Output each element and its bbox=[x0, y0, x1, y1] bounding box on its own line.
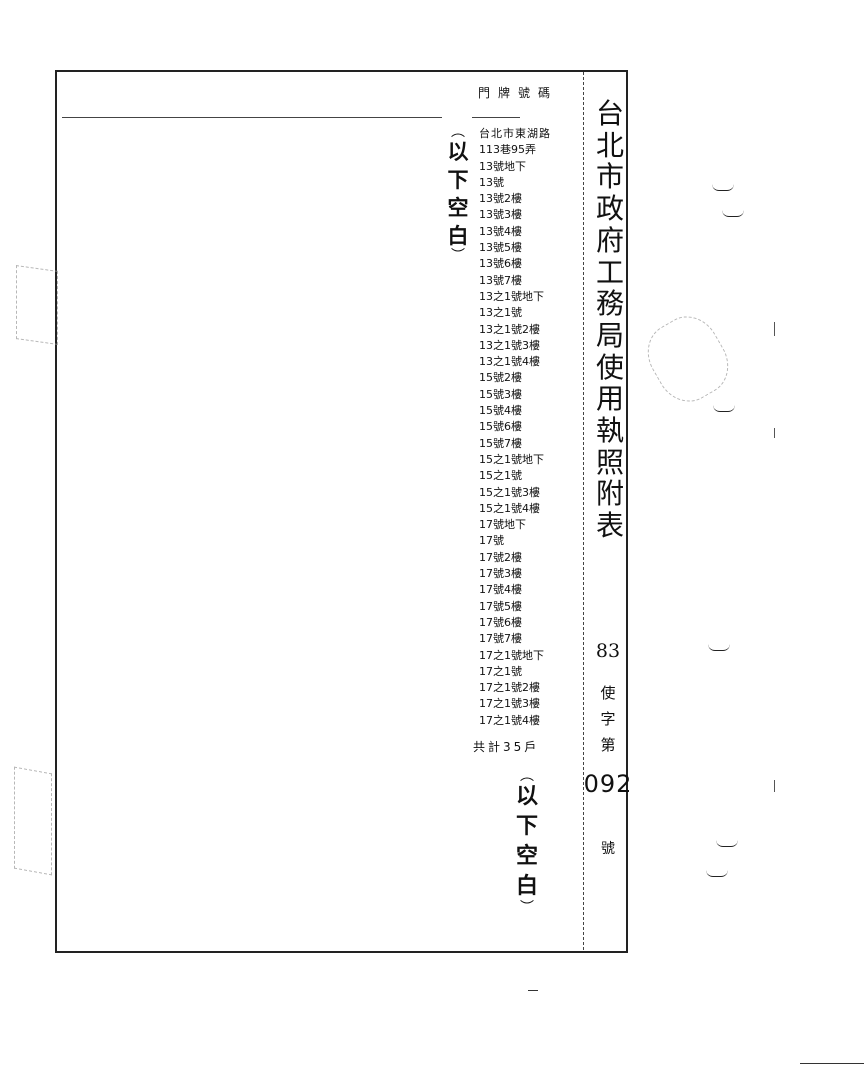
address-row: 17號4樓 bbox=[479, 583, 522, 597]
scan-tick bbox=[774, 780, 775, 792]
title-char: 工 bbox=[595, 255, 624, 289]
scan-mark bbox=[706, 870, 728, 877]
column-header: 門牌號碼 bbox=[478, 86, 559, 100]
address-row: 17之1號 bbox=[479, 664, 522, 678]
address-header: 台北市東湖路 bbox=[479, 127, 551, 140]
scan-mark bbox=[722, 210, 744, 217]
blank-note-char: 下 bbox=[447, 168, 469, 192]
header-rule-right bbox=[472, 117, 520, 118]
address-row: 13號 bbox=[479, 175, 504, 189]
permit-suffix: 號 bbox=[601, 841, 615, 857]
address-row: 13之1號 bbox=[479, 306, 522, 320]
address-row: 15之1號 bbox=[479, 469, 522, 483]
blank-note-bottom: ︵以下空白︶ bbox=[510, 768, 544, 916]
scan-line bbox=[800, 1063, 864, 1064]
address-row: 17之1號4樓 bbox=[479, 713, 540, 727]
title-char: 北 bbox=[595, 128, 624, 162]
blank-note-char: 以 bbox=[447, 140, 469, 164]
address-row: 13之1號地下 bbox=[479, 289, 544, 303]
address-row: 13之1號3樓 bbox=[479, 338, 540, 352]
address-row: 17號6樓 bbox=[479, 615, 522, 629]
paren-close: ︶ bbox=[520, 900, 534, 916]
permit-serial: 092 bbox=[583, 770, 633, 798]
address-row: 13號5樓 bbox=[479, 241, 522, 255]
address-row: 17號地下 bbox=[479, 518, 526, 532]
scan-mark bbox=[708, 644, 730, 651]
permit-number: 83 使 字 第 092 號 bbox=[584, 640, 632, 858]
address-row: 13之1號4樓 bbox=[479, 355, 540, 369]
blank-note-top: ︵以下空白︶ bbox=[442, 124, 474, 264]
address-row: 17號2樓 bbox=[479, 550, 522, 564]
address-row: 17之1號2樓 bbox=[479, 681, 540, 695]
address-row: 15之1號地下 bbox=[479, 452, 544, 466]
stamp-ghost bbox=[636, 305, 740, 413]
address-row: 17之1號地下 bbox=[479, 648, 544, 662]
address-row: 17號7樓 bbox=[479, 632, 522, 646]
address-row: 13號3樓 bbox=[479, 208, 522, 222]
stamp-ghost bbox=[14, 766, 52, 876]
address-row: 13之1號2樓 bbox=[479, 322, 540, 336]
address-row: 13號2樓 bbox=[479, 192, 522, 206]
paren-open: ︵ bbox=[520, 768, 534, 784]
permit-type-char-2: 字 bbox=[600, 710, 616, 728]
title-char: 務 bbox=[595, 287, 624, 321]
scan-mark bbox=[712, 184, 734, 191]
address-row: 15號6樓 bbox=[479, 420, 522, 434]
title-char: 照 bbox=[595, 445, 624, 479]
stamp-ghost bbox=[16, 265, 58, 345]
title-char: 台 bbox=[595, 97, 624, 130]
title-char: 用 bbox=[595, 382, 624, 416]
scan-mark bbox=[713, 405, 735, 412]
scan-mark bbox=[716, 840, 738, 847]
address-row: 15之1號3樓 bbox=[479, 485, 540, 499]
paren-close: ︶ bbox=[451, 248, 465, 264]
permit-type-char-1: 使 bbox=[600, 684, 616, 702]
scan-tick bbox=[774, 428, 775, 438]
title-char: 表 bbox=[595, 509, 624, 543]
address-row: 13號6樓 bbox=[479, 257, 522, 271]
address-list: 台北市東湖路 113巷95弄 13號地下 13號 13號2樓 13號3樓 13號4樓 13號… bbox=[479, 126, 583, 729]
blank-note-char: 下 bbox=[515, 814, 538, 839]
title-char: 市 bbox=[595, 160, 624, 194]
address-row: 17之1號3樓 bbox=[479, 697, 540, 711]
document-frame bbox=[55, 70, 628, 953]
title-char: 政 bbox=[595, 192, 624, 226]
scan-dash bbox=[528, 990, 538, 991]
address-row: 17號5樓 bbox=[479, 599, 522, 613]
column-divider bbox=[583, 72, 584, 950]
blank-note-char: 白 bbox=[515, 874, 538, 899]
address-row: 15號2樓 bbox=[479, 371, 522, 385]
address-row: 13號地下 bbox=[479, 159, 526, 173]
address-row: 17號3樓 bbox=[479, 567, 522, 581]
header-rule-left bbox=[62, 117, 442, 118]
address-row: 15號4樓 bbox=[479, 404, 522, 418]
document-title: 台北市政府工務局使用執照附表 bbox=[592, 98, 628, 542]
address-row: 15之1號4樓 bbox=[479, 501, 540, 515]
blank-note-char: 空 bbox=[515, 844, 538, 869]
title-char: 府 bbox=[595, 223, 624, 257]
address-row: 13號4樓 bbox=[479, 224, 522, 238]
address-row: 113巷95弄 bbox=[479, 143, 536, 157]
title-char: 局 bbox=[595, 318, 624, 352]
address-row: 17號 bbox=[479, 534, 504, 548]
blank-note-char: 白 bbox=[447, 224, 469, 248]
title-char: 附 bbox=[595, 477, 624, 511]
blank-note-char: 以 bbox=[515, 784, 538, 809]
permit-year: 83 bbox=[595, 640, 621, 662]
address-row: 15號7樓 bbox=[479, 436, 522, 450]
total-households: 共計35戶 bbox=[473, 740, 540, 754]
address-row: 13號7樓 bbox=[479, 273, 522, 287]
address-row: 15號3樓 bbox=[479, 387, 522, 401]
title-char: 使 bbox=[595, 350, 624, 384]
scan-tick bbox=[774, 322, 775, 336]
paren-open: ︵ bbox=[451, 124, 465, 140]
permit-type-char-3: 第 bbox=[600, 736, 616, 754]
title-char: 執 bbox=[595, 414, 624, 448]
blank-note-char: 空 bbox=[447, 196, 469, 220]
